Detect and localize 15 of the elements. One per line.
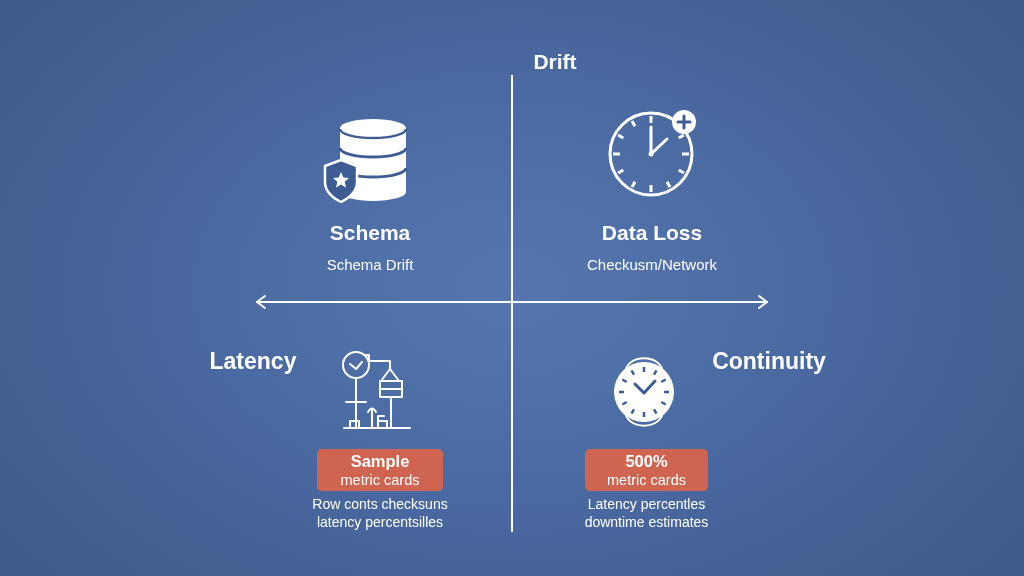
quadrant-subtitle: Checkusm/Network xyxy=(587,256,717,274)
axis-label: Latency xyxy=(209,348,297,376)
axis-label: Drift xyxy=(533,49,577,75)
metric-card xyxy=(585,449,708,491)
card-heading: Sample xyxy=(350,451,410,471)
card-description: Latency percentles downtime estimates xyxy=(583,495,710,531)
card-text: metric cards xyxy=(607,471,686,489)
quadrant-subtitle: Schema Drift xyxy=(326,256,414,274)
card-description: Row conts checksuns latency percentsilles xyxy=(311,495,449,531)
metric-card xyxy=(317,449,443,491)
card-heading: 500% xyxy=(625,451,668,471)
quadrant-title: Data Loss xyxy=(601,220,703,246)
card-text: metric cards xyxy=(340,471,420,489)
axis-label: Continuity xyxy=(712,348,826,376)
quadrant-title: Schema xyxy=(329,220,411,246)
